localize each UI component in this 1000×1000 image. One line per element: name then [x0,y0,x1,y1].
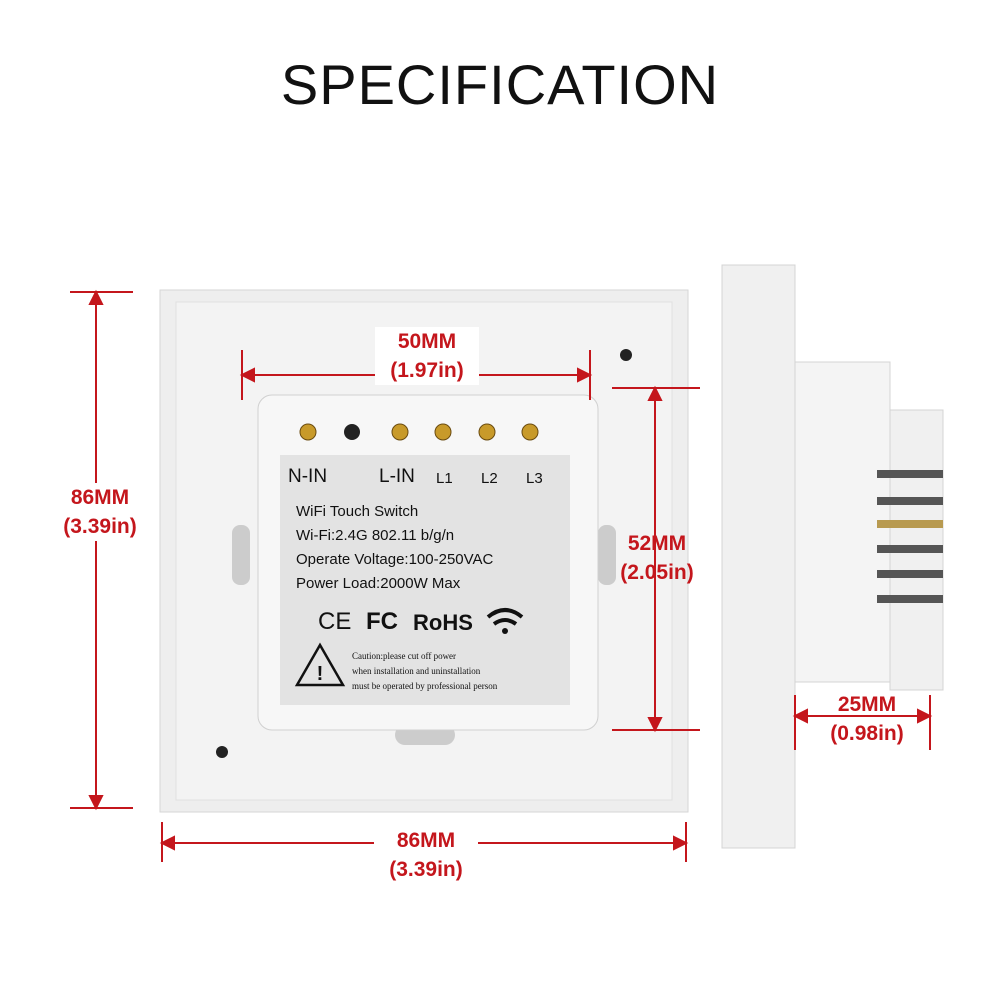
side-plate [721,264,796,849]
module-height-dimension: 52MM(2.05in) [620,532,694,584]
ce-mark: CE [318,608,352,635]
terminal-label: L3 [526,470,543,487]
page-title: SPECIFICATION [280,53,720,116]
caution-text: Caution:please cut off power [352,651,457,661]
terminal-label: L1 [436,470,453,487]
voltage-spec: Operate Voltage:100-250VAC [296,551,494,568]
width-dimension: 86MM(3.39in) [374,826,478,884]
rohs-mark: RoHS [413,610,473,635]
caution-text: when installation and uninstallation [352,666,481,676]
warning-icon [294,642,346,687]
load-spec: Power Load:2000W Max [296,575,461,592]
depth-dimension: 25MM(0.98in) [830,693,904,745]
terminal-label: L2 [481,470,498,487]
wifi-spec: Wi-Fi:2.4G 802.11 b/g/n [296,527,455,544]
wifi-icon [486,608,524,626]
module-width-dimension: 50MM(1.97in) [375,327,479,385]
height-dimension: 86MM(3.39in) [48,483,152,541]
svg-text:!: ! [317,663,324,685]
spec-label [280,455,570,705]
fcc-mark: FC [366,608,398,635]
terminal-label: L-IN [379,466,415,487]
terminal-label: N-IN [288,466,328,487]
caution-text: must be operated by professional person [352,681,498,691]
product-name: WiFi Touch Switch [296,503,419,520]
